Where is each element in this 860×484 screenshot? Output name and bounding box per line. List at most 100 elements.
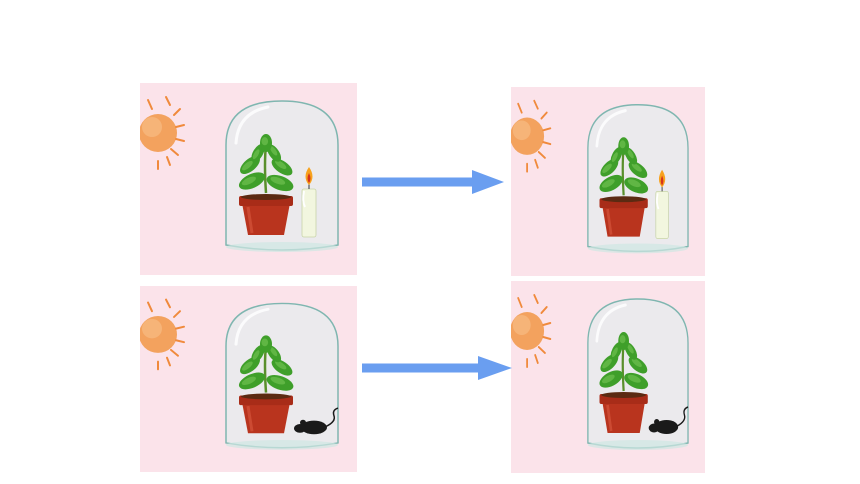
potted-plant-icon bbox=[238, 335, 294, 434]
mouse-body bbox=[301, 420, 327, 435]
sun-glow bbox=[512, 315, 531, 335]
bell-jar-shine bbox=[595, 109, 627, 148]
pot bbox=[239, 194, 293, 235]
scene-bottom-left bbox=[140, 298, 339, 450]
bell-jar-base bbox=[226, 440, 338, 450]
arrow-shaft bbox=[362, 363, 482, 373]
sun-ray bbox=[147, 99, 153, 110]
arrow-right-icon bbox=[362, 170, 504, 194]
pot-shine bbox=[606, 208, 613, 235]
sun-ray bbox=[175, 325, 185, 330]
leaf-highlight bbox=[631, 358, 642, 368]
pot-soil bbox=[241, 393, 291, 400]
leaf-highlight bbox=[619, 335, 626, 344]
sun-ray bbox=[517, 297, 523, 308]
leaf-highlight bbox=[270, 176, 286, 185]
sun-glow bbox=[142, 117, 162, 137]
sun-ray bbox=[534, 158, 539, 169]
mouse-ear bbox=[300, 419, 306, 426]
leaf-highlight bbox=[602, 163, 612, 173]
panel-top-right bbox=[511, 87, 705, 276]
mouse-tail bbox=[325, 407, 339, 428]
arrow-right-icon bbox=[362, 356, 512, 380]
candle-icon bbox=[301, 167, 317, 238]
scene-top-right bbox=[511, 99, 689, 254]
sun-ray bbox=[175, 124, 185, 128]
panel-top-left bbox=[140, 83, 357, 275]
bell-jar-shine bbox=[595, 303, 627, 343]
leaf-highlight bbox=[261, 338, 269, 347]
plant-stem bbox=[263, 345, 268, 393]
candle-icon bbox=[655, 169, 669, 239]
leaf-highlight bbox=[241, 176, 256, 186]
sun-ray bbox=[533, 294, 539, 304]
mouse-tail bbox=[676, 406, 689, 427]
sun-icon bbox=[511, 99, 552, 173]
sun-ray bbox=[542, 336, 552, 340]
leaf-highlight bbox=[601, 374, 615, 384]
sun-ray bbox=[173, 108, 181, 116]
scene-bottom-right bbox=[511, 294, 689, 450]
pot bbox=[599, 196, 648, 237]
sun-icon bbox=[511, 294, 552, 368]
pot bbox=[239, 393, 293, 434]
sun-icon bbox=[140, 298, 185, 371]
leaf-highlight bbox=[242, 361, 253, 371]
mouse-ear bbox=[654, 419, 660, 425]
pot bbox=[599, 392, 648, 433]
bell-jar-base bbox=[587, 440, 689, 450]
candle-drip bbox=[302, 190, 306, 208]
sun-ray bbox=[537, 150, 546, 159]
mouse-head bbox=[648, 423, 660, 433]
pot-soil bbox=[601, 196, 646, 203]
leaf-highlight bbox=[270, 376, 286, 385]
arrow-head bbox=[478, 356, 512, 380]
leaf-highlight bbox=[261, 137, 269, 146]
leaf-highlight bbox=[619, 140, 626, 149]
sun-ray bbox=[170, 348, 179, 357]
leaf-highlight bbox=[270, 146, 278, 156]
leaf-highlight bbox=[275, 360, 287, 370]
panel-bottom-right bbox=[511, 281, 705, 473]
sun-ray bbox=[540, 111, 548, 120]
candle-flame-core bbox=[307, 173, 311, 183]
leaf-highlight bbox=[627, 149, 634, 159]
sun-ray bbox=[166, 356, 171, 367]
scene-top-left bbox=[140, 96, 339, 252]
leaf-highlight bbox=[611, 347, 618, 358]
sun-ray bbox=[173, 310, 181, 318]
sun-ray bbox=[542, 127, 552, 132]
panel-bottom-left bbox=[140, 286, 357, 472]
sun-ray bbox=[517, 102, 523, 114]
leaf-highlight bbox=[252, 149, 260, 160]
leaf-highlight bbox=[627, 374, 641, 383]
pot-soil bbox=[241, 194, 291, 200]
mouse-icon bbox=[648, 406, 689, 434]
sun-ray bbox=[533, 99, 539, 110]
pot-body bbox=[242, 402, 290, 434]
pot-body bbox=[242, 203, 290, 235]
bell-jar-shine bbox=[234, 105, 270, 145]
mouse-body bbox=[654, 420, 679, 434]
leaf-highlight bbox=[275, 160, 287, 170]
plant-stem bbox=[621, 342, 625, 392]
mouse-head bbox=[294, 424, 306, 433]
plant-stem bbox=[263, 144, 268, 194]
sun-ray bbox=[534, 354, 539, 364]
sun-ray bbox=[147, 301, 153, 313]
bell-jar-base bbox=[226, 242, 338, 252]
sun-ray bbox=[537, 346, 546, 354]
sun-ray bbox=[166, 156, 171, 166]
leaf-highlight bbox=[601, 179, 615, 188]
leaf-highlight bbox=[270, 347, 278, 357]
leaf-highlight bbox=[242, 160, 253, 171]
leaf-highlight bbox=[627, 179, 641, 188]
candle-drip bbox=[656, 193, 660, 210]
leaf-highlight bbox=[252, 350, 260, 360]
sun-glow bbox=[512, 120, 531, 141]
pot-soil bbox=[601, 392, 646, 398]
mouse-icon bbox=[294, 407, 339, 435]
leaf-highlight bbox=[611, 152, 618, 162]
potted-plant-icon bbox=[599, 332, 649, 433]
pot-shine bbox=[606, 404, 613, 432]
